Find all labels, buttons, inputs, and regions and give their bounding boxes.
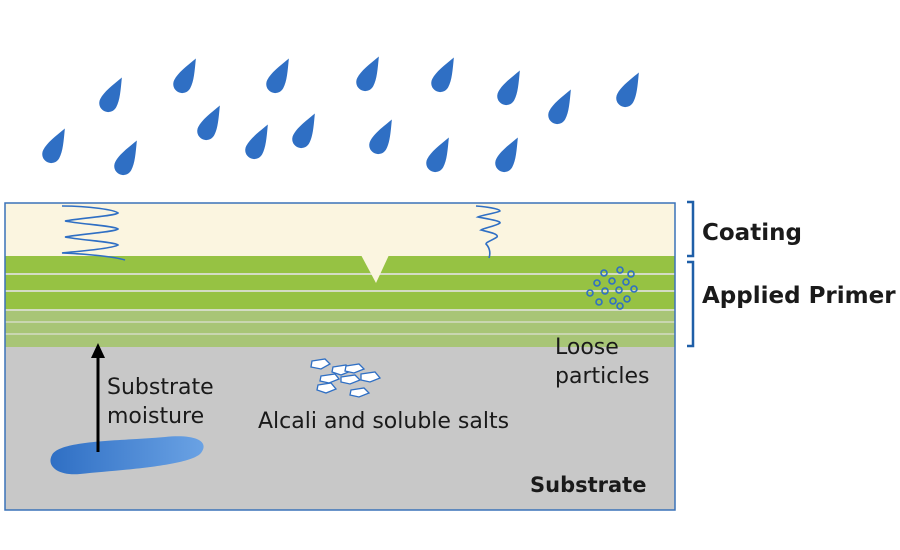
raindrop-icon <box>292 113 315 149</box>
layers-outline <box>4 202 676 511</box>
alcali-salts-label: Alcali and soluble salts <box>258 409 509 434</box>
raindrop-icon <box>431 57 454 93</box>
salt-crystals <box>310 358 382 398</box>
applied-primer-label: Applied Primer <box>702 283 896 309</box>
raindrop-icon <box>497 70 520 106</box>
raindrops <box>42 56 639 176</box>
moisture-pool <box>50 436 204 475</box>
water-penetration-squiggle <box>475 205 501 259</box>
coating-label: Coating <box>702 220 802 246</box>
raindrop-icon <box>495 137 518 173</box>
substrate-label: Substrate <box>530 473 646 497</box>
raindrop-icon <box>42 128 65 164</box>
raindrop-icon <box>99 77 122 113</box>
raindrop-icon <box>616 72 639 108</box>
water-penetration-squiggle <box>61 205 126 261</box>
raindrop-icon <box>426 137 449 173</box>
raindrop-icon <box>197 105 220 141</box>
raindrop-icon <box>548 89 571 125</box>
loose-particles-label-line1: Loose <box>555 335 619 360</box>
substrate-moisture-label-line2: moisture <box>107 404 204 429</box>
loose-particles-label-line2: particles <box>555 364 649 389</box>
raindrop-icon <box>114 140 137 176</box>
arrow-up-icon <box>91 343 105 358</box>
raindrop-icon <box>173 58 196 94</box>
raindrop-icon <box>245 124 268 160</box>
substrate-moisture-label-line1: Substrate <box>107 375 214 400</box>
raindrop-icon <box>356 56 379 92</box>
primer-bracket <box>687 260 695 348</box>
coating-bracket <box>687 200 695 258</box>
primer-layer <box>5 255 675 347</box>
loose-particles <box>586 266 638 310</box>
coating-crack <box>361 255 389 283</box>
raindrop-icon <box>369 119 392 155</box>
raindrop-icon <box>266 58 289 94</box>
